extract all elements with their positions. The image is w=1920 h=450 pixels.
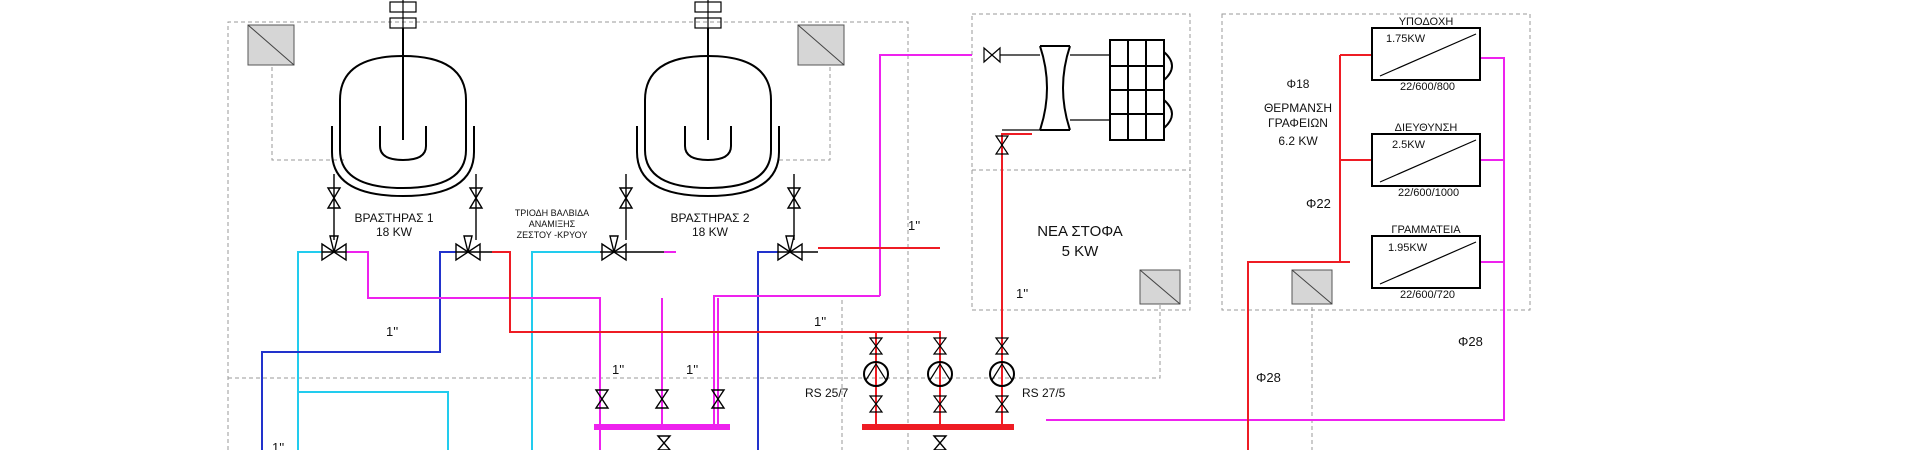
valve-icon xyxy=(994,135,1010,155)
stove-power: 5 KW xyxy=(1062,243,1100,260)
pipe-size-label: 1'' xyxy=(814,314,826,329)
pipe-size-label: Φ22 xyxy=(1306,196,1331,211)
mixing-valve-label: ΑΝΑΜΙΞΗΣ xyxy=(529,219,576,229)
pipe-size-label: 1'' xyxy=(386,324,398,339)
boundary-lines xyxy=(227,13,1531,450)
cold-return-pipes xyxy=(261,251,778,450)
pipe-size-label: 1'' xyxy=(612,362,624,377)
pipe-size-label: 1'' xyxy=(1016,286,1028,301)
valve-icon xyxy=(983,46,1001,64)
cold-supply-pipes xyxy=(297,251,600,450)
sensor-icon xyxy=(247,24,295,66)
pump-label: RS 25/7 xyxy=(805,386,849,400)
sensor-icon xyxy=(797,24,845,66)
fan-icon xyxy=(1039,45,1071,131)
radiator-icon xyxy=(1371,133,1481,187)
valve-icon xyxy=(594,389,726,450)
radiator-size: 22/600/800 xyxy=(1400,81,1455,93)
radiator-room: ΥΠΟΔΟΧΗ xyxy=(1399,16,1454,28)
office-heating-label: ΘΕΡΜΑΝΣΗ xyxy=(1264,101,1332,115)
boiler-1-power: 18 KW xyxy=(376,225,413,239)
stove-name: ΝΕΑ ΣΤΟΦΑ xyxy=(1037,223,1123,240)
mixing-valve-label: ΤΡΙΟΔΗ ΒΑΛΒΙΔΑ xyxy=(515,208,589,218)
return-manifold xyxy=(594,424,730,430)
mixing-valve-label: ΖΕΣΤΟΥ -ΚΡΥΟΥ xyxy=(517,230,588,240)
radiator-power: 1.95KW xyxy=(1388,242,1428,254)
office-heating-power: 6.2 KW xyxy=(1278,134,1318,148)
office-pipe-size: Φ18 xyxy=(1287,77,1310,91)
pipe-size-label: Φ28 xyxy=(1256,370,1281,385)
stove-equipment xyxy=(983,39,1173,155)
pipe-size-label: 1'' xyxy=(272,440,284,450)
boiler-1-name: ΒΡΑΣΤΗΡΑΣ 1 xyxy=(354,211,433,225)
three-way-valve-icon xyxy=(321,235,803,262)
radiator-size: 22/600/720 xyxy=(1400,289,1455,301)
radiator-power: 1.75KW xyxy=(1386,33,1426,45)
hot-supply-pipes xyxy=(492,54,1372,450)
boiler-2-power: 18 KW xyxy=(692,225,729,239)
boiler-2-name: ΒΡΑΣΤΗΡΑΣ 2 xyxy=(670,211,749,225)
radiator-icon xyxy=(1371,235,1481,289)
radiator-power: 2.5KW xyxy=(1392,139,1426,151)
boiler-1 xyxy=(331,0,475,198)
pump-label: RS 27/5 xyxy=(1022,386,1066,400)
radiator-size: 22/600/1000 xyxy=(1398,187,1459,199)
hot-manifold xyxy=(862,424,1014,430)
sensor-icon xyxy=(1291,269,1333,305)
boiler-2 xyxy=(636,0,780,198)
valve-icon xyxy=(326,187,802,209)
pipe-size-label: 1'' xyxy=(686,362,698,377)
pipe-size-label: Φ28 xyxy=(1458,334,1483,349)
heat-exchanger-icon xyxy=(1109,39,1173,141)
stove-boundary xyxy=(971,13,1191,311)
pump-icon xyxy=(927,337,953,413)
pipe-size-label: 1'' xyxy=(908,218,920,233)
pump-icon xyxy=(989,337,1015,413)
office-boundary xyxy=(1221,13,1531,311)
agitator-icon xyxy=(694,0,722,29)
pump-icon xyxy=(863,337,889,413)
sensor-icon xyxy=(1139,269,1181,305)
office-heating-label: ΓΡΑΦΕΙΩΝ xyxy=(1268,116,1328,130)
radiator-room: ΓΡΑΜΜΑΤΕΙΑ xyxy=(1391,224,1461,236)
agitator-icon xyxy=(389,0,417,29)
radiator-icon xyxy=(1371,27,1481,81)
boiler-connections xyxy=(322,174,818,253)
radiator-room: ΔΙΕΥΘΥΝΣΗ xyxy=(1395,122,1458,134)
valve-icon xyxy=(932,435,948,450)
